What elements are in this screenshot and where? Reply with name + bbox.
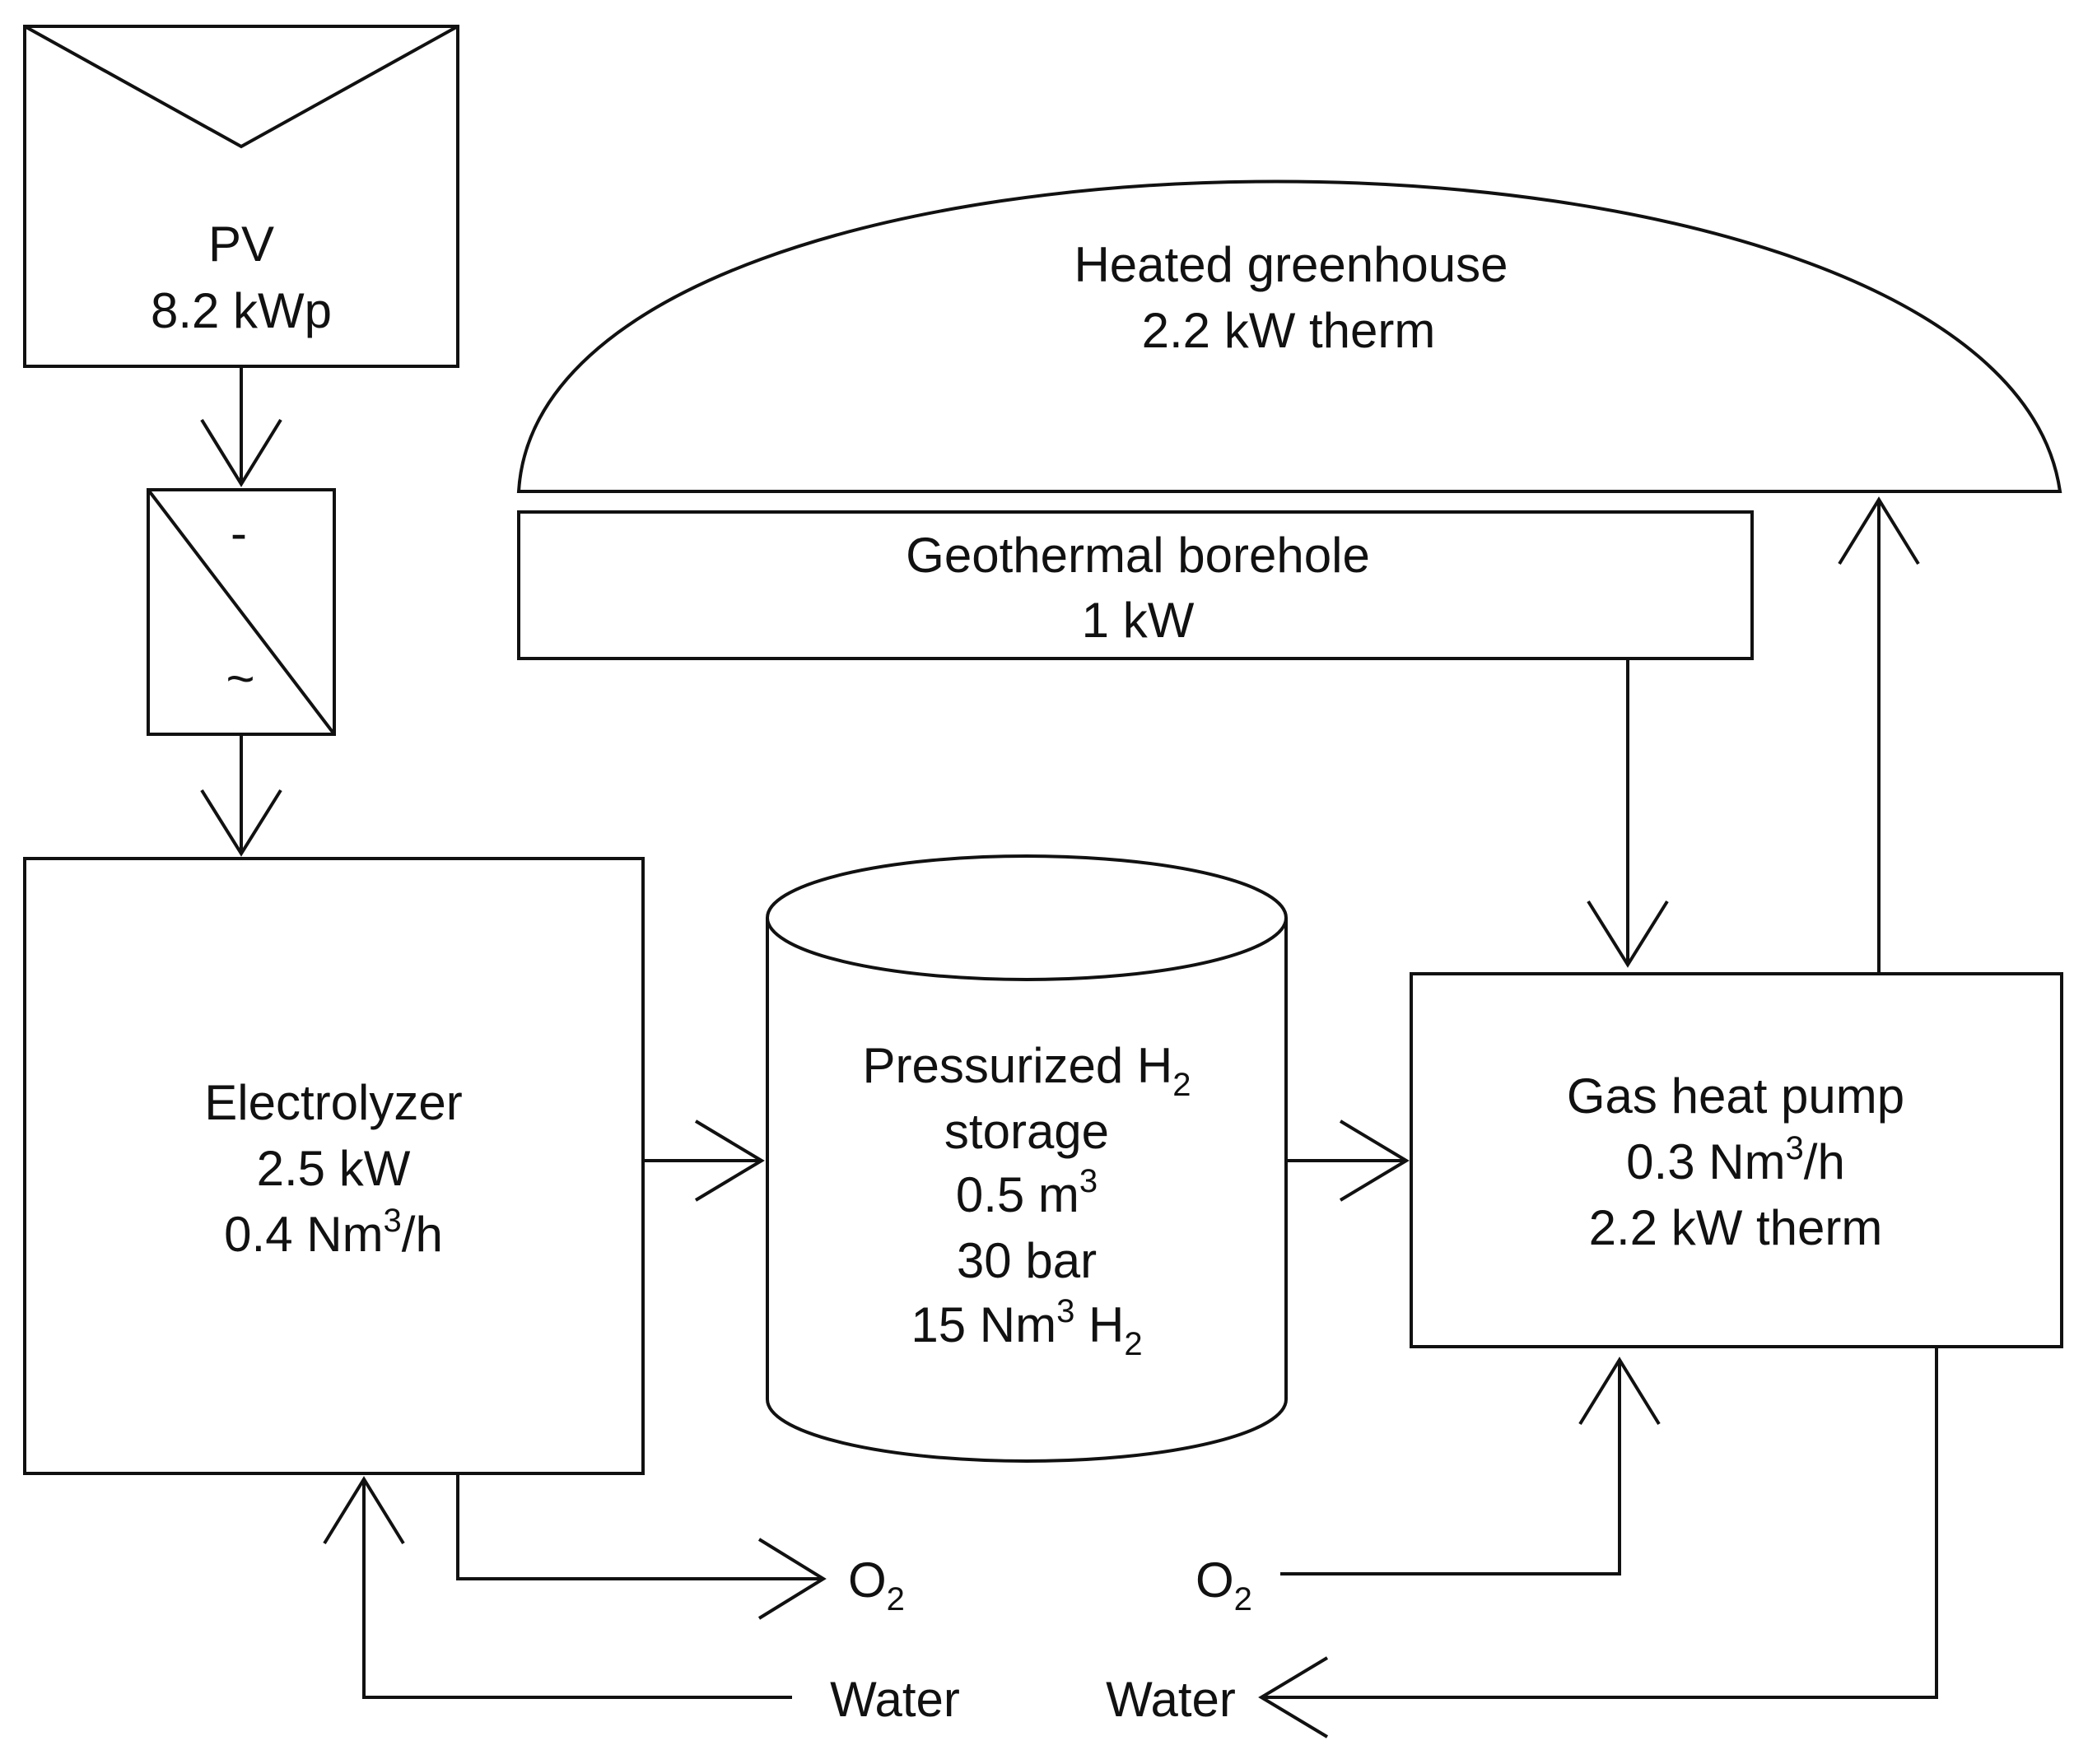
pv-rating: 8.2 kWp <box>151 283 332 338</box>
pv-panel: PV 8.2 kWp <box>23 25 459 368</box>
heat-pump-box <box>1410 972 2063 1348</box>
pv-title: PV <box>208 216 274 272</box>
heat-pump-title: Gas heat pump <box>1567 1068 1904 1124</box>
water-in-label: Water <box>830 1672 960 1727</box>
arrow-electrolyzer-to-storage <box>643 1119 765 1202</box>
arrow-inverter-to-electrolyzer <box>200 734 282 857</box>
heat-pump-flow: 0.3 Nm3/h <box>1626 1130 1845 1189</box>
o2-out-label: O2 <box>848 1552 905 1617</box>
storage-cylinder-body <box>766 918 1288 1463</box>
borehole-title: Geothermal borehole <box>906 528 1370 583</box>
heat-pump-rating: 2.2 kW therm <box>1589 1200 1883 1255</box>
arrow-o2-in: O2 <box>1195 1357 1661 1617</box>
greenhouse-rating: 2.2 kW therm <box>1142 303 1436 358</box>
arrow-heat-pump-to-greenhouse <box>1838 496 1920 974</box>
inverter: - ~ <box>147 488 336 736</box>
electrolyzer-flow: 0.4 Nm3/h <box>224 1203 443 1262</box>
borehole: Geothermal borehole 1 kW <box>517 510 1754 660</box>
h2-storage: Pressurized H2 storage 0.5 m3 30 bar 15 … <box>766 854 1288 1463</box>
electrolyzer-title: Electrolyzer <box>204 1075 462 1130</box>
arrow-pv-to-inverter <box>200 366 282 487</box>
arrow-o2-out: O2 <box>456 1473 905 1620</box>
storage-title: Pressurized H2 <box>862 1038 1191 1103</box>
arrow-borehole-to-heat-pump <box>1587 659 1669 968</box>
borehole-box <box>517 510 1754 660</box>
pv-panel-icon <box>24 25 459 149</box>
inverter-ac-symbol: ~ <box>226 651 254 706</box>
inverter-dc-symbol: - <box>231 505 247 561</box>
storage-volume: 0.5 m3 <box>956 1163 1098 1222</box>
greenhouse-dome <box>516 179 2062 493</box>
electrolyzer: Electrolyzer 2.5 kW 0.4 Nm3/h <box>23 857 645 1475</box>
electrolyzer-power: 2.5 kW <box>257 1141 411 1196</box>
borehole-rating: 1 kW <box>1082 593 1195 648</box>
electrolyzer-box <box>23 857 645 1475</box>
greenhouse: Heated greenhouse 2.2 kW therm <box>516 179 2062 493</box>
greenhouse-title: Heated greenhouse <box>1074 237 1508 292</box>
storage-subtitle: storage <box>944 1104 1109 1159</box>
storage-pressure: 30 bar <box>957 1233 1097 1288</box>
arrow-storage-to-heat-pump <box>1286 1119 1410 1202</box>
arrow-water-out: Water <box>1106 1347 1938 1738</box>
gas-heat-pump: Gas heat pump 0.3 Nm3/h 2.2 kW therm <box>1410 972 2063 1348</box>
storage-cylinder-top <box>766 854 1288 981</box>
arrow-water-in: Water <box>323 1476 960 1727</box>
storage-capacity: 15 Nm3 H2 <box>911 1293 1142 1362</box>
water-out-label: Water <box>1106 1672 1236 1727</box>
o2-in-label: O2 <box>1195 1552 1252 1617</box>
inverter-diagonal-icon <box>147 488 336 736</box>
